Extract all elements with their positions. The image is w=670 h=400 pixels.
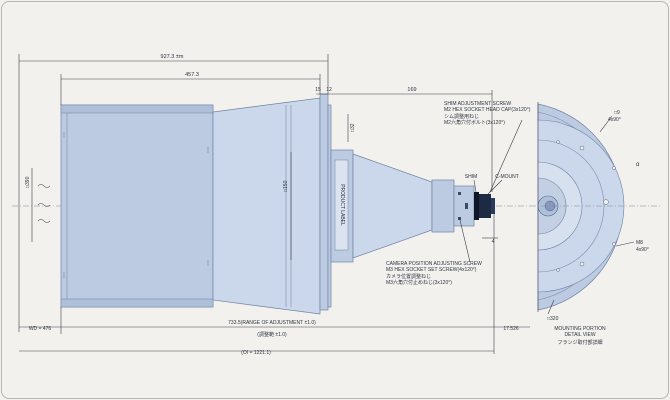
mounting-title-2: DETAIL VIEW bbox=[564, 332, 595, 338]
flange-step bbox=[327, 104, 332, 308]
camera-adapter bbox=[453, 185, 475, 227]
adjusting-screws bbox=[458, 192, 468, 220]
shim-label: SHIM bbox=[465, 174, 478, 180]
mounting-title-1: MOUNTING PORTION bbox=[554, 326, 606, 332]
product-label-text: PRODUCT LABEL bbox=[339, 184, 345, 226]
shim-adjust-jp-2: M2六角穴付ボルト(3x120°) bbox=[444, 119, 505, 126]
small-diameter-label: □32 bbox=[350, 123, 356, 132]
adjust-range-en: 733.5(RANGE OF ADJUSTMENT ±1.0) bbox=[228, 320, 316, 326]
barrel-ticks bbox=[63, 132, 209, 278]
thread-count-label: 4x90° bbox=[636, 247, 649, 253]
cam-pos-leader bbox=[459, 219, 471, 263]
overall-length-label: 927.3 ±m bbox=[161, 54, 184, 60]
product-label-plate bbox=[334, 159, 349, 251]
adjust-range-jp: (調整範 ±1.0) bbox=[257, 331, 287, 338]
lens-front-barrel bbox=[60, 104, 214, 308]
flange-circle-label: □320 bbox=[547, 316, 559, 322]
barrel-top-band bbox=[60, 104, 214, 114]
mounting-flange bbox=[319, 93, 329, 311]
shim-adjust-en-2: M2 HEX SOCKET HEAD CAP(3x120°) bbox=[444, 107, 531, 113]
hole-count-label: 4x90° bbox=[608, 117, 621, 123]
mounting-title-jp: フランジ取付部詳細 bbox=[557, 339, 602, 346]
front-diameter-label: □390 bbox=[25, 176, 31, 188]
cam-pos-en-2: M3 HEX SOCKET SET SCREW(4x120°) bbox=[386, 267, 477, 273]
angle-marker: α bbox=[636, 162, 640, 168]
total-label: (OI = 1221.1) bbox=[241, 350, 271, 356]
mounting-detail-view bbox=[530, 102, 662, 312]
flange-dim-a: 15 bbox=[315, 87, 321, 93]
shim-adjust-leader bbox=[489, 119, 523, 193]
shim-leader bbox=[473, 179, 477, 193]
cam-pos-en-1: CAMERA POSITION ADJUSTING SCREW bbox=[386, 261, 482, 267]
c-mount-tip bbox=[491, 198, 495, 214]
c-mount-label: C-MOUNT bbox=[495, 174, 519, 180]
shim-adjust-jp-1: シム調整用ねじ bbox=[444, 113, 479, 120]
rear-taper bbox=[352, 153, 433, 259]
lens-cone bbox=[212, 97, 321, 315]
flange-circle-leader bbox=[547, 299, 555, 315]
thread-leader bbox=[615, 241, 635, 247]
front-length-label: 457.3 bbox=[185, 72, 199, 78]
cam-pos-jp-2: M3六角穴付止めねじ(3x120°) bbox=[386, 279, 452, 286]
thread-size-label: M8 bbox=[636, 240, 643, 246]
shim-part bbox=[474, 192, 479, 220]
flange-dim-b: 12 bbox=[326, 87, 332, 93]
small-gap-label: 4 bbox=[492, 239, 495, 245]
wave-symbols bbox=[37, 184, 51, 223]
wd-label: WD = 476 bbox=[29, 326, 52, 332]
rear-diameter-label: □150 bbox=[283, 180, 289, 192]
c-mount-part bbox=[479, 194, 491, 218]
cone-length-label: 169 bbox=[407, 87, 416, 93]
cam-pos-jp-1: カメラ位置調整ねじ bbox=[386, 273, 431, 280]
hole-diameter-label: □9 bbox=[614, 110, 620, 116]
back-dim-label: 17.526 bbox=[503, 326, 519, 332]
barrel-bottom-band bbox=[60, 298, 214, 308]
hole-leader bbox=[599, 115, 613, 133]
rear-tube bbox=[431, 179, 455, 233]
shim-adjust-en-1: SHIM ADJUSTMENT SCREW bbox=[444, 101, 511, 107]
